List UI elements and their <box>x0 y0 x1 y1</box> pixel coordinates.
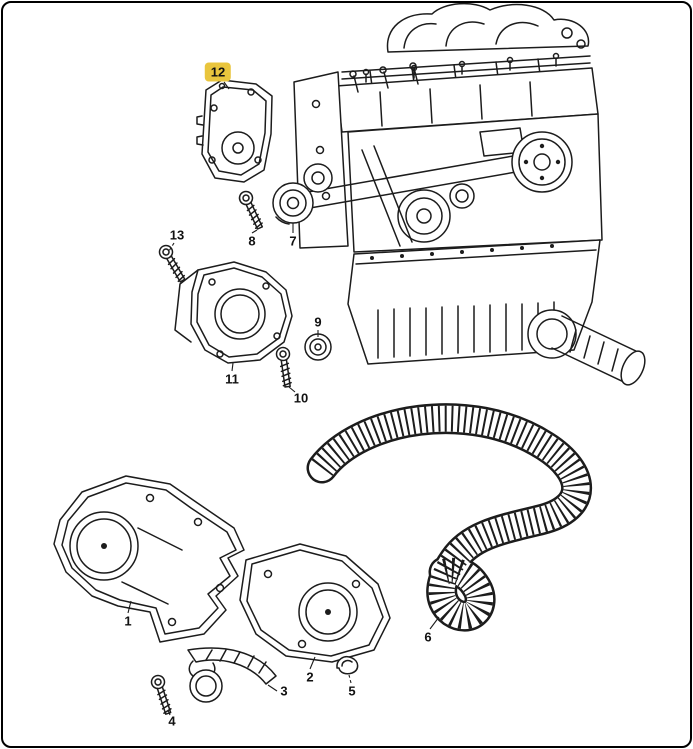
part-8-bolt <box>236 188 267 232</box>
part-12-rear-timing-cover-plate <box>196 79 273 183</box>
part-1-front-timing-cover-upper <box>53 475 245 643</box>
part-13-bolt <box>156 242 189 285</box>
callout-12-highlighted[interactable]: 12 <box>204 62 232 82</box>
shaft <box>551 315 639 385</box>
part-4-bolt <box>149 673 176 717</box>
callout-1[interactable]: 1 <box>124 613 132 629</box>
callout-6[interactable]: 6 <box>424 629 432 645</box>
intake-manifold <box>386 2 590 53</box>
part-2-front-timing-cover-lower <box>239 543 391 663</box>
part-7-tensioner-pulley <box>272 182 314 225</box>
callout-3[interactable]: 3 <box>280 683 288 699</box>
part-3-cover-strip <box>187 647 277 703</box>
callout-11[interactable]: 11 <box>225 371 239 387</box>
fuel-rail <box>341 55 591 80</box>
crank-pulley <box>511 131 573 193</box>
part-9-idler-roller <box>304 333 332 361</box>
accessory-belt <box>307 151 540 209</box>
callout-9[interactable]: 9 <box>314 314 322 330</box>
callout-4[interactable]: 4 <box>168 713 176 729</box>
callout-7[interactable]: 7 <box>289 233 297 249</box>
callout-leader-lines <box>127 81 440 716</box>
callout-10[interactable]: 10 <box>293 390 309 406</box>
callout-2[interactable]: 2 <box>306 669 314 685</box>
callout-13[interactable]: 13 <box>169 227 185 243</box>
part-6-timing-belt <box>306 403 593 632</box>
callout-8[interactable]: 8 <box>248 233 256 249</box>
part-5-retaining-clip <box>336 656 359 675</box>
part-10-bolt <box>274 345 295 389</box>
timing-belt-teeth <box>311 405 590 630</box>
callout-5[interactable]: 5 <box>348 683 356 699</box>
part-11-rear-timing-cover-lower <box>174 261 293 364</box>
engine-assembly <box>293 2 646 386</box>
